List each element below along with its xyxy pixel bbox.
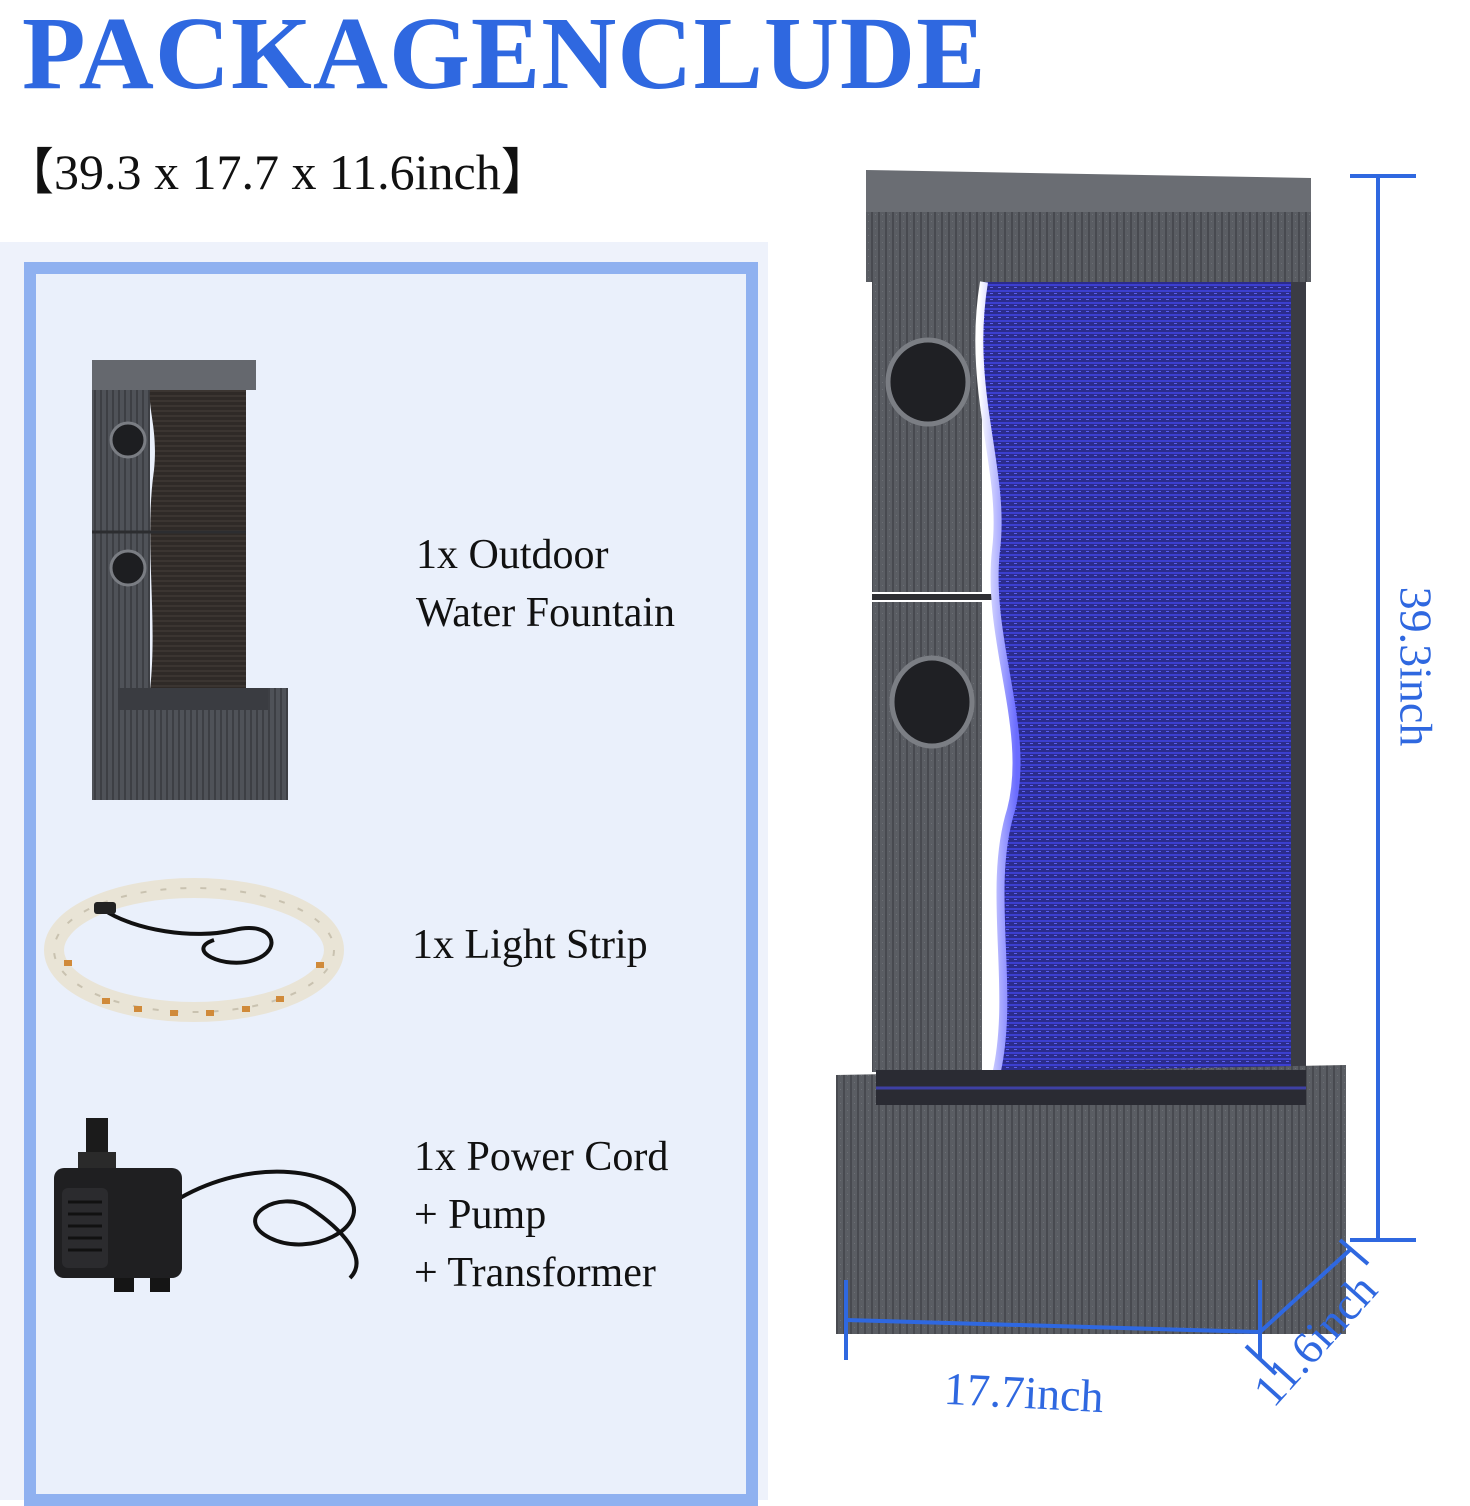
pump-icon [50,1118,382,1298]
height-label: 39.3inch [1390,586,1442,747]
light-strip-icon [44,870,344,1030]
item-fountain-label: 1x Outdoor Water Fountain [416,526,675,642]
fountain-illustration [836,170,1356,1334]
item-pump-line-2: + Pump [414,1192,547,1238]
item-fountain-line-2: Water Fountain [416,590,676,636]
item-pump-line-1: 1x Power Cord [414,1134,669,1180]
overall-dimensions: 【39.3 x 17.7 x 11.6inch】 [4,144,551,200]
dimension-lines [836,160,1466,1500]
item-light-strip-line-1: 1x Light Strip [412,922,648,968]
item-fountain-line-1: 1x Outdoor [416,532,609,578]
page-title: PACKAGENCLUDE [22,0,987,111]
item-pump-line-3: + Transformer [414,1250,656,1296]
item-light-strip-label: 1x Light Strip [412,916,648,974]
width-label: 17.7inch [942,1362,1105,1423]
fountain-icon [88,360,292,804]
item-pump-label: 1x Power Cord + Pump + Transformer [414,1128,668,1302]
